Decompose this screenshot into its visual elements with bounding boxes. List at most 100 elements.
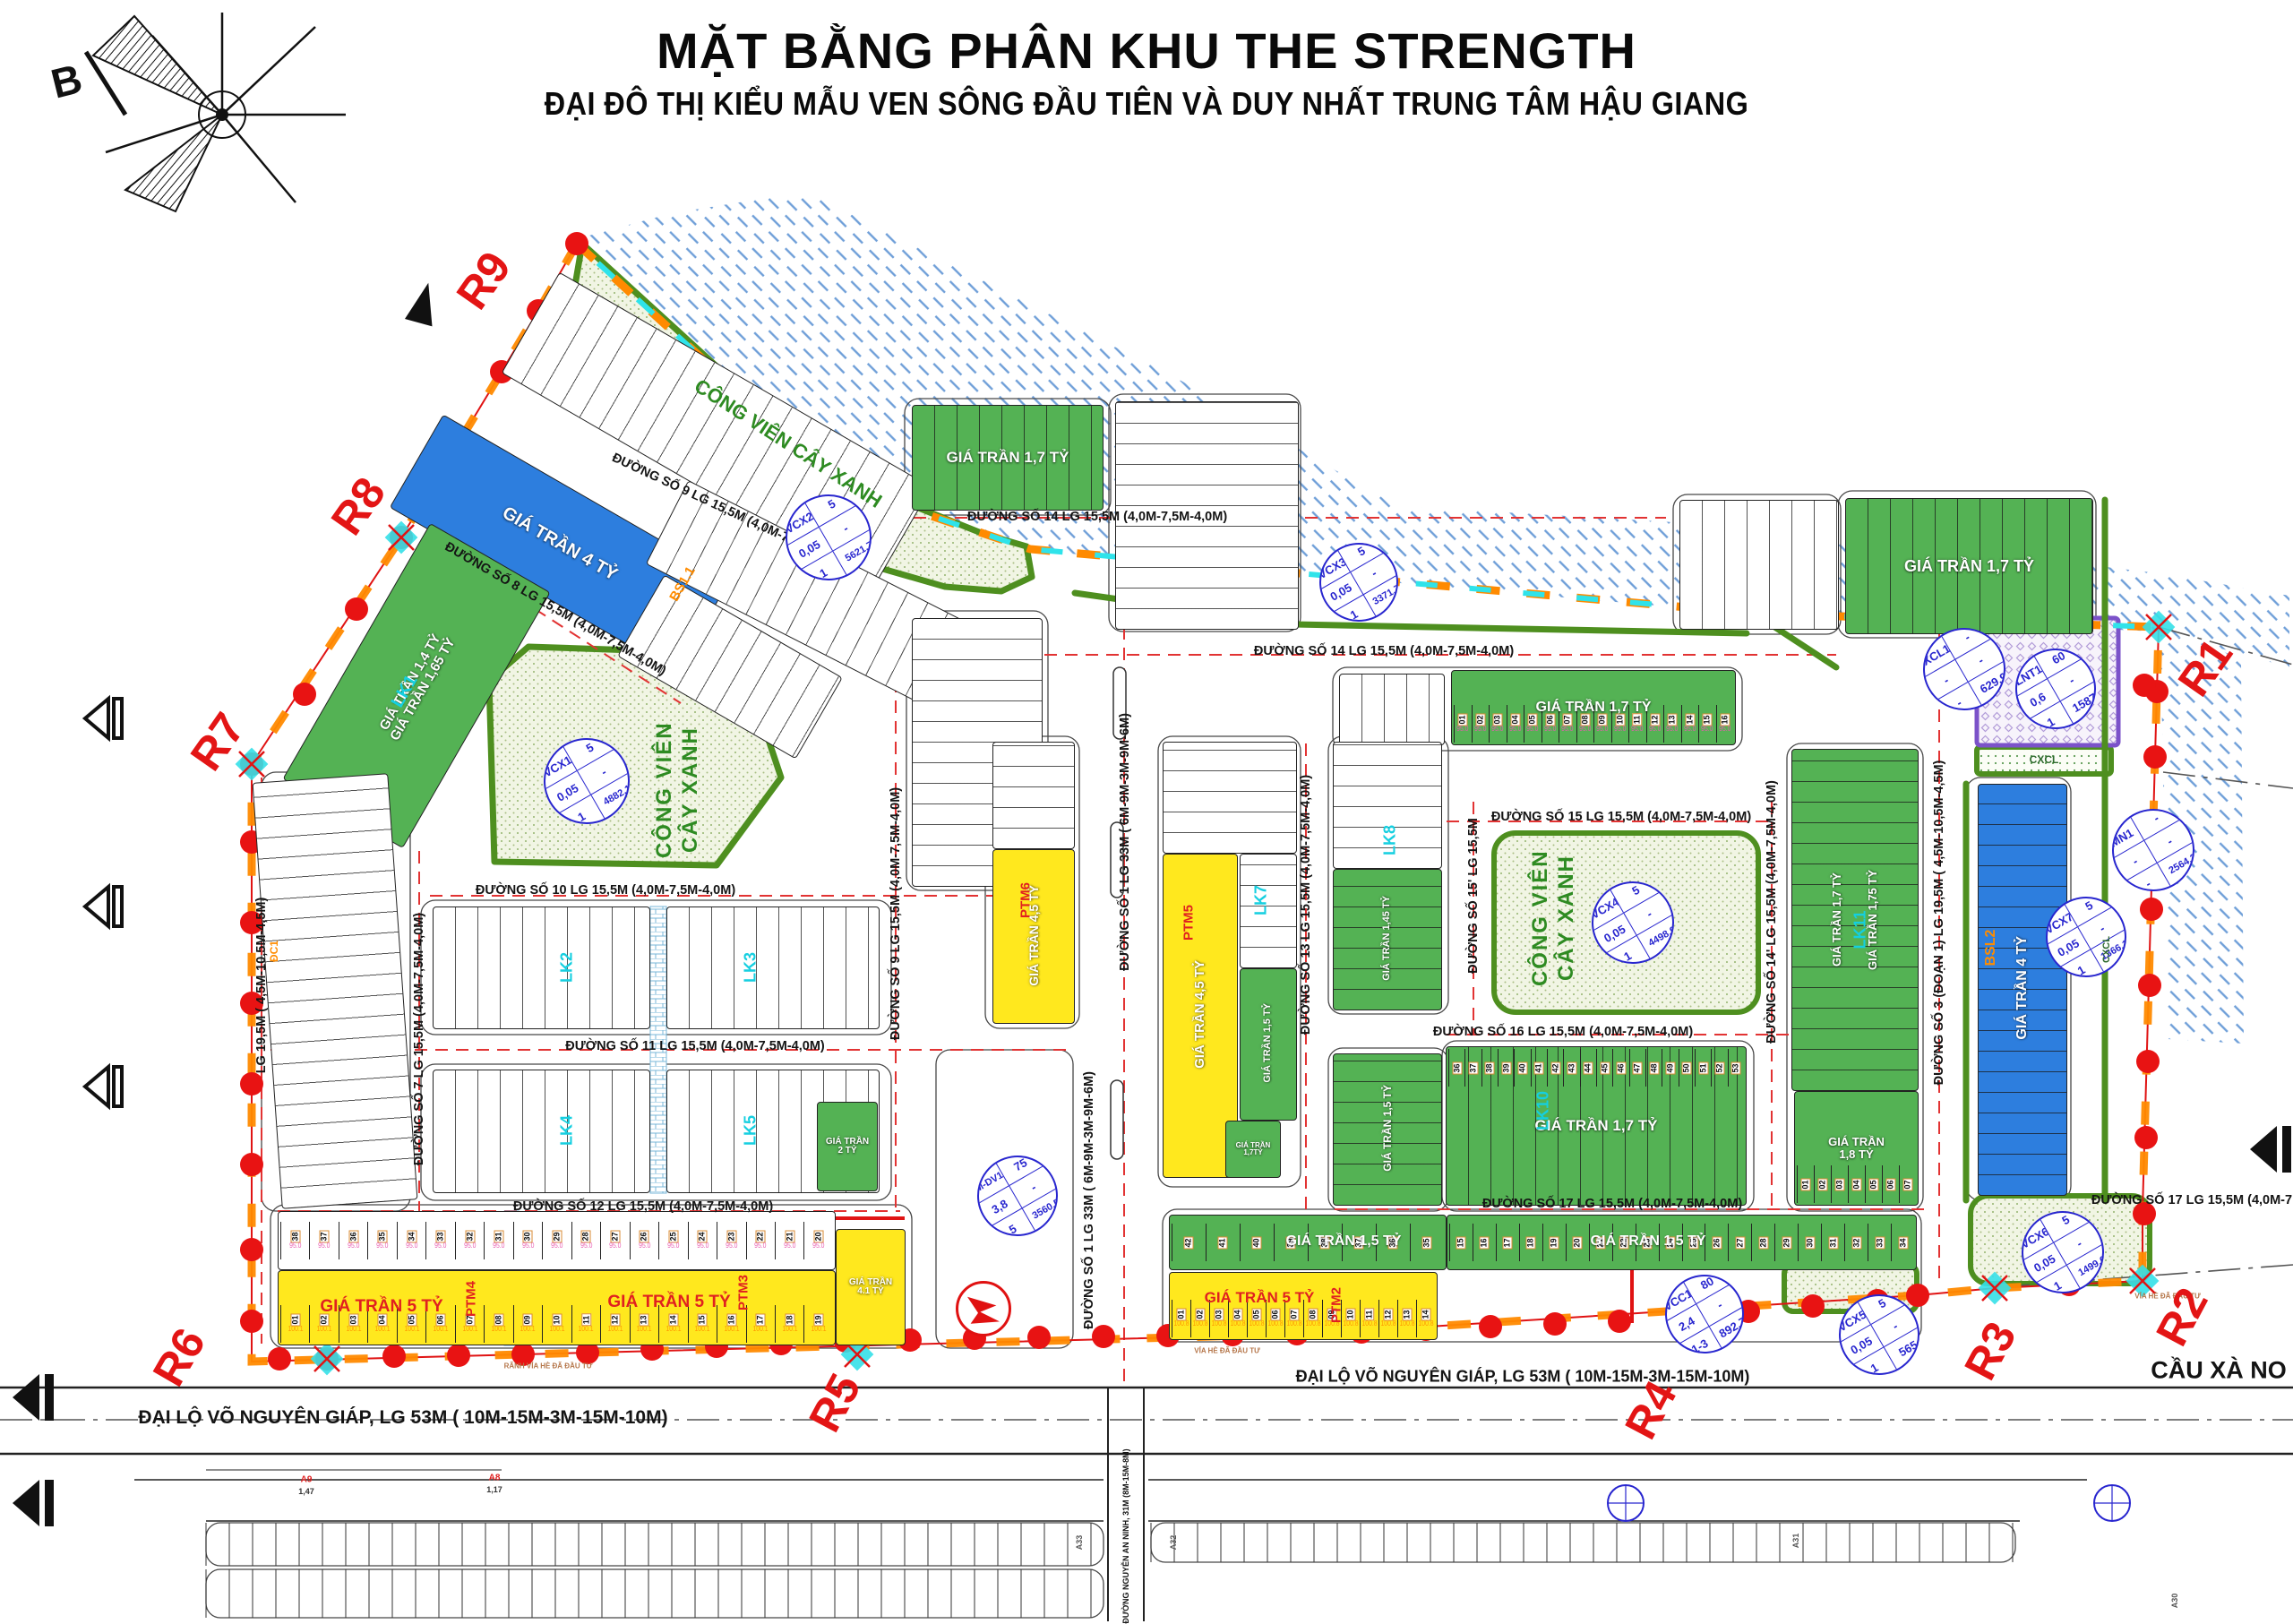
label-ptm4: PTM4: [463, 1280, 479, 1318]
block-outline: [1150, 1522, 2016, 1563]
road-median: [1112, 666, 1127, 740]
w-top-mid: [1115, 401, 1299, 630]
label-cxcl: CXCL: [2101, 936, 2112, 963]
road-label-10: ĐƯỜNG SỐ 1 LG 33M ( 6M-9M-3M-9M-6M): [1082, 1071, 1096, 1329]
road-label-12: ĐƯỜNG SỐ 14 LG 15,5M (4,0M-7,5M-4,0M): [966, 510, 1228, 524]
lk7-col: [1240, 854, 1297, 968]
boundary-dot: [1092, 1325, 1115, 1348]
mini-stamp: [2093, 1484, 2131, 1522]
boundary-dot: [240, 992, 263, 1015]
direction-arrow: [82, 882, 124, 931]
block-outline: [205, 1568, 1104, 1619]
g-145-label: GIÁ TRẦN 1,45 TỶ: [1381, 895, 1393, 981]
label-a9: A9: [300, 1474, 313, 1485]
label-a30: A30: [2170, 1593, 2179, 1609]
boundary-dot: [565, 232, 588, 255]
road-label-14: ĐƯỜNG SỐ 14' LG 15,5M (4,0M-7,5M-4,0M): [1765, 780, 1779, 1044]
centerline-dashdot: [2162, 771, 2293, 789]
direction-arrow: [13, 1480, 54, 1526]
label-lk8: LK8: [1380, 824, 1399, 856]
bsl2-block-label: GIÁ TRẦN 4 TỶ: [2014, 935, 2030, 1040]
road-label-7: ĐƯỜNG SỐ 7 LG 15,5M (4,0M-7,5M-4,0M): [412, 912, 426, 1166]
page-title: MẶT BẰNG PHÂN KHU THE STRENGTH: [657, 22, 1636, 79]
direction-arrow: [13, 1374, 54, 1421]
road-label-21: ĐẠI LỘ VÕ NGUYÊN GIÁP, LG 53M ( 10M-15M-…: [138, 1407, 668, 1428]
block-outline: [1332, 666, 1743, 752]
label-a31: A31: [1791, 1533, 1800, 1549]
block-outline: [935, 1049, 1074, 1349]
label--c1: ĐC1: [268, 940, 280, 963]
boundary-dot: [576, 1341, 599, 1364]
block-outline: [1786, 743, 1924, 1212]
road-label-19: ĐƯỜNG SỐ 17 LG 15,5M (4,0M-7,5M-4,0M): [2091, 1193, 2293, 1207]
label-lk4: LK4: [557, 1114, 576, 1147]
road-median: [1110, 821, 1124, 898]
road-label-22: ĐẠI LỘ VÕ NGUYÊN GIÁP, LG 53M ( 10M-15M-…: [1295, 1367, 1750, 1386]
water-area-2: [2160, 632, 2244, 1044]
label-lk7: LK7: [1251, 884, 1270, 916]
compass-letter-b: B: [47, 55, 87, 107]
label-a33: A33: [1075, 1534, 1084, 1551]
g-17a: GIÁ TRẦN 1,7 TỶ: [912, 405, 1104, 511]
boundary-dot: [2136, 1050, 2160, 1073]
g-17b-label: GIÁ TRẦN 1,7 TỶ: [1535, 699, 1652, 715]
label-ptm3: PTM3: [735, 1274, 751, 1311]
direction-arrow: [82, 694, 124, 743]
label-bsl2: BSL2: [1983, 929, 1998, 967]
block-outline: [1672, 494, 1842, 635]
boundary-dot: [240, 1238, 263, 1261]
boundary-dot: [2140, 898, 2163, 921]
label-gi-tr-n-1-5-t-: GIÁ TRẦN 1,5 TỶ: [1285, 1233, 1402, 1249]
label-gi-tr-n-5-t-: GIÁ TRẦN 5 TỶ: [1204, 1289, 1315, 1306]
boundary-dot: [240, 911, 263, 934]
developer-logo-icon: [956, 1281, 1011, 1336]
road-label-6: ĐƯỜNG SỐ 12 LG 15,5M (4,0M-7,5M-4,0M): [512, 1199, 774, 1214]
lk10-block-label: GIÁ TRẦN 1,7 TỶ: [1534, 1117, 1658, 1135]
road-label-23: CẦU XÀ NO: [2151, 1356, 2287, 1384]
park-label-3: CÔNG VIÊN CÂY XANH: [1528, 849, 1578, 987]
road-label-20: ĐƯỜNG SỐ 3 (ĐOẠN 1) LG 19,5M ( 4,5M-10,5…: [1932, 760, 1946, 1086]
pm5-block-label: GIÁ TRẦN 4,5 TỶ: [1192, 959, 1208, 1069]
label-lk11: LK11: [1851, 910, 1869, 949]
boundary-crossing-marker: [384, 520, 418, 554]
label-r-nh-v-a-h-u-t-: RÃNH VỈA HÈ ĐÃ ĐẦU TƯ: [503, 1362, 593, 1371]
park-label-2: CÔNG VIÊN CÂY XANH: [652, 721, 702, 859]
road-label-17: ĐƯỜNG SỐ 16 LG 15,5M (4,0M-7,5M-4,0M): [1432, 1025, 1694, 1039]
boundary-dot: [1027, 1326, 1051, 1349]
centerline-dashdot: [2158, 626, 2293, 666]
road-label-8: LG 19,5M ( 4,5M-10,5M-4,5M): [254, 897, 269, 1074]
mini-stamp: [1607, 1484, 1645, 1522]
g-15a-label: GIÁ TRẦN 1,5 TỶ: [1262, 1002, 1274, 1083]
green-strip: [1291, 621, 1750, 637]
label-v-a-h-u-t-: VỈA HÈ ĐÃ ĐẦU TƯ: [2134, 1292, 2201, 1301]
road-label-24: ĐƯỜNG NGUYỄN AN NINH, 31M (8M-15M-8M): [1121, 1448, 1130, 1624]
label-v-a-h-u-t-: VỈA HÈ ĐÃ ĐẦU TƯ: [1194, 1346, 1260, 1355]
compass-rose: B: [47, 13, 346, 213]
pm6-top: [992, 742, 1075, 849]
boundary-crossing-marker: [235, 747, 269, 781]
boundary-dot: [382, 1345, 406, 1368]
label-1-47: 1,47: [298, 1487, 314, 1496]
label-gi-tr-n-5-t-: GIÁ TRẦN 5 TỶ: [320, 1297, 443, 1316]
g-17c: GIÁ TRẦN 1,7 TỶ: [1845, 498, 2093, 634]
label-cxcl: CXCL: [2029, 753, 2059, 766]
road-label-4: ĐƯỜNG SỐ 10 LG 15,5M (4,0M-7,5M-4,0M): [475, 883, 736, 898]
boundary-dot: [1906, 1284, 1929, 1307]
lk8-col: [1333, 742, 1442, 869]
boundary-dot: [511, 1343, 535, 1366]
block-outline: [1441, 1040, 1755, 1212]
